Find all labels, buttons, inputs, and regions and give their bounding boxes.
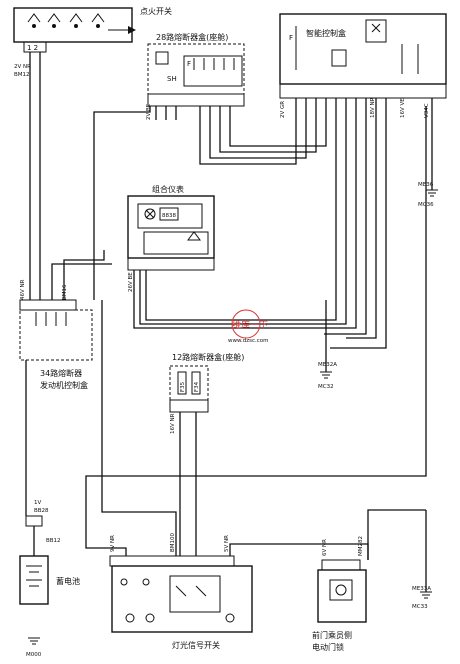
door-lock-label-2: 电动门锁 [312, 642, 344, 652]
battery-label: 蓄电池 [56, 576, 80, 586]
instrument-cluster-label: 组合仪表 [152, 184, 184, 194]
smart-control-box [279, 13, 447, 99]
fuse28-sh: SH [167, 75, 177, 83]
ignition-switch-label: 点火开关 [140, 6, 172, 16]
fuse-box-28 [147, 43, 245, 107]
fuse-box-34-label-1: 34路熔断器 [40, 368, 82, 378]
fuse-box-34 [19, 299, 93, 361]
watermark-site: www.dzsc.com [228, 338, 269, 344]
door-lock [317, 559, 367, 623]
fuse12-connector: 16V NR [170, 413, 176, 434]
wires [25, 52, 427, 560]
light-switch-label: 灯光信号开关 [172, 640, 220, 650]
battery-code-a: BB28 [34, 508, 49, 514]
light-connector-a: 9V NR [110, 535, 116, 552]
light-connector-b: BM100 [170, 532, 176, 552]
ground-mc33: MC33 [412, 604, 428, 610]
ign-wire-label: 2V NR [14, 64, 31, 70]
light-switch [109, 555, 253, 633]
watermark: 维库一下 www.dzsc.com [228, 309, 269, 344]
door-lock-label-1: 前门乘员侧 [312, 630, 352, 640]
battery-code-b: BB12 [46, 538, 61, 544]
fuse-box-12 [169, 365, 209, 413]
smart-f: F [289, 34, 293, 42]
smart-connector-d: V34C [424, 103, 430, 118]
smart-control-box-label: 智能控制盒 [306, 28, 346, 38]
fuse12-f2: F34 [194, 381, 200, 392]
ground-mc32: MC32 [318, 384, 334, 390]
fuse-box-28-label: 28路熔断器盒(座舱) [156, 32, 228, 42]
instrument-cluster [127, 195, 215, 271]
svg-text:1 2: 1 2 [27, 44, 38, 52]
fuse-box-34-label-2: 发动机控制盒 [40, 380, 88, 390]
light-connector-c: 5V NR [224, 535, 230, 552]
fuse28-f: F [187, 60, 191, 68]
door-connector: 6V NR [322, 539, 328, 556]
ignition-switch: 1 2 [13, 7, 136, 53]
cluster-connector: 26V BE [128, 272, 134, 292]
smart-connector-c: 16V VE [400, 98, 406, 118]
smart-connector-a: 2V GR [280, 101, 286, 118]
battery-wire: 1V [34, 500, 41, 506]
fuse-box-12-label: 12路熔断器盒(座舱) [172, 352, 244, 362]
fuse34-code: BM16 [62, 284, 68, 300]
ign-wire-code: BM12 [14, 72, 30, 78]
ground-m000: M000 [26, 652, 42, 658]
ground-me33a: ME33A [412, 586, 431, 592]
ground-me32a: ME32A [318, 362, 337, 368]
fuse34-connector: 46V NR [20, 279, 26, 300]
fuse12-f1: F35 [180, 381, 186, 392]
cluster-display: 8838 [162, 213, 176, 219]
smart-connector-b: 18V NR [370, 97, 376, 118]
door-code: MM282 [358, 536, 364, 556]
svg-text:维库一下: 维库一下 [232, 319, 268, 331]
